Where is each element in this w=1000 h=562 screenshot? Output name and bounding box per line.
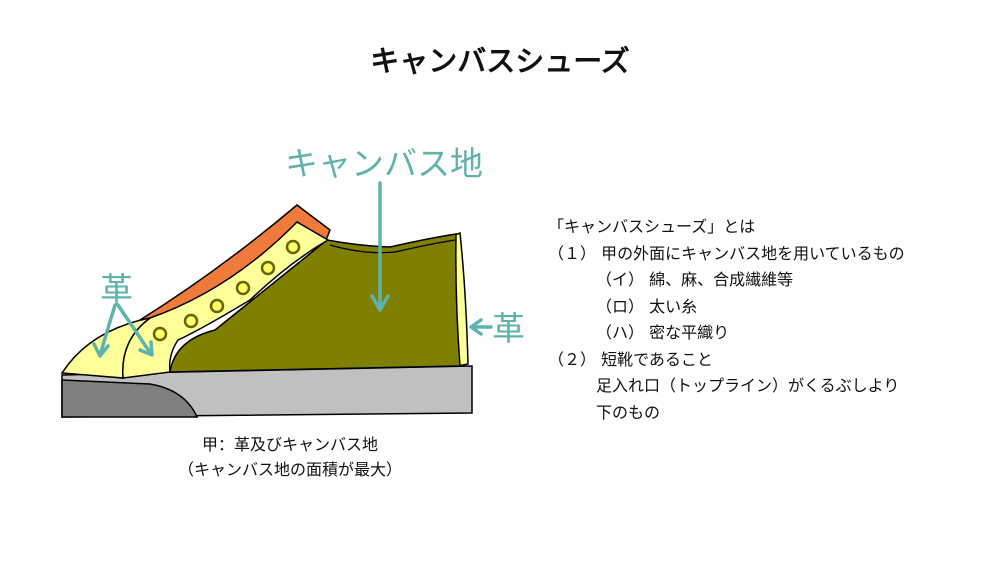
eyelet [260, 260, 276, 276]
arrow-canvas-icon [370, 181, 390, 312]
definition-item: （１） 甲の外面にキャンバス地を用いているもの [548, 243, 905, 263]
canvas-upper [169, 233, 461, 373]
definition-subitem: （ロ） 太い糸 [596, 296, 698, 316]
label-leather-heel: 革 [492, 309, 525, 348]
caption-line: 甲：革及びキャンバス地 [201, 435, 378, 454]
arrow-leather-toe-icon [92, 303, 117, 358]
label-leather-toe: 革 [100, 270, 133, 309]
definition-subitem: （ハ） 密な平織り [596, 323, 730, 342]
definition-text: 「キャンバスシューズ」とは （１） 甲の外面にキャンバス地を用いているもの （イ… [548, 214, 905, 426]
figure-caption: 甲：革及びキャンバス地 （キャンバス地の面積が最大） [110, 432, 470, 482]
definition-heading: 「キャンバスシューズ」とは [548, 217, 756, 236]
label-canvas: キャンバス地 [285, 144, 483, 183]
eyelet [285, 239, 301, 255]
eyelet [235, 280, 251, 296]
eyelet [209, 298, 225, 314]
toe-rubber [61, 379, 199, 418]
definition-item: （２） 短靴であること [548, 349, 713, 369]
eyelet [183, 313, 199, 329]
definition-subitem: 下のもの [596, 402, 661, 422]
arrow-leather-strip-icon [116, 303, 154, 357]
definition-subitem: （イ） 綿、麻、合成繊維等 [596, 270, 794, 289]
page-title: キャンバスシューズ [370, 44, 630, 78]
arrow-leather-heel-icon [469, 318, 493, 336]
eyelet [152, 326, 168, 342]
caption-line: （キャンバス地の面積が最大） [177, 460, 402, 479]
definition-subitem: 足入れ口（トップライン）がくるぶしより [596, 376, 900, 395]
